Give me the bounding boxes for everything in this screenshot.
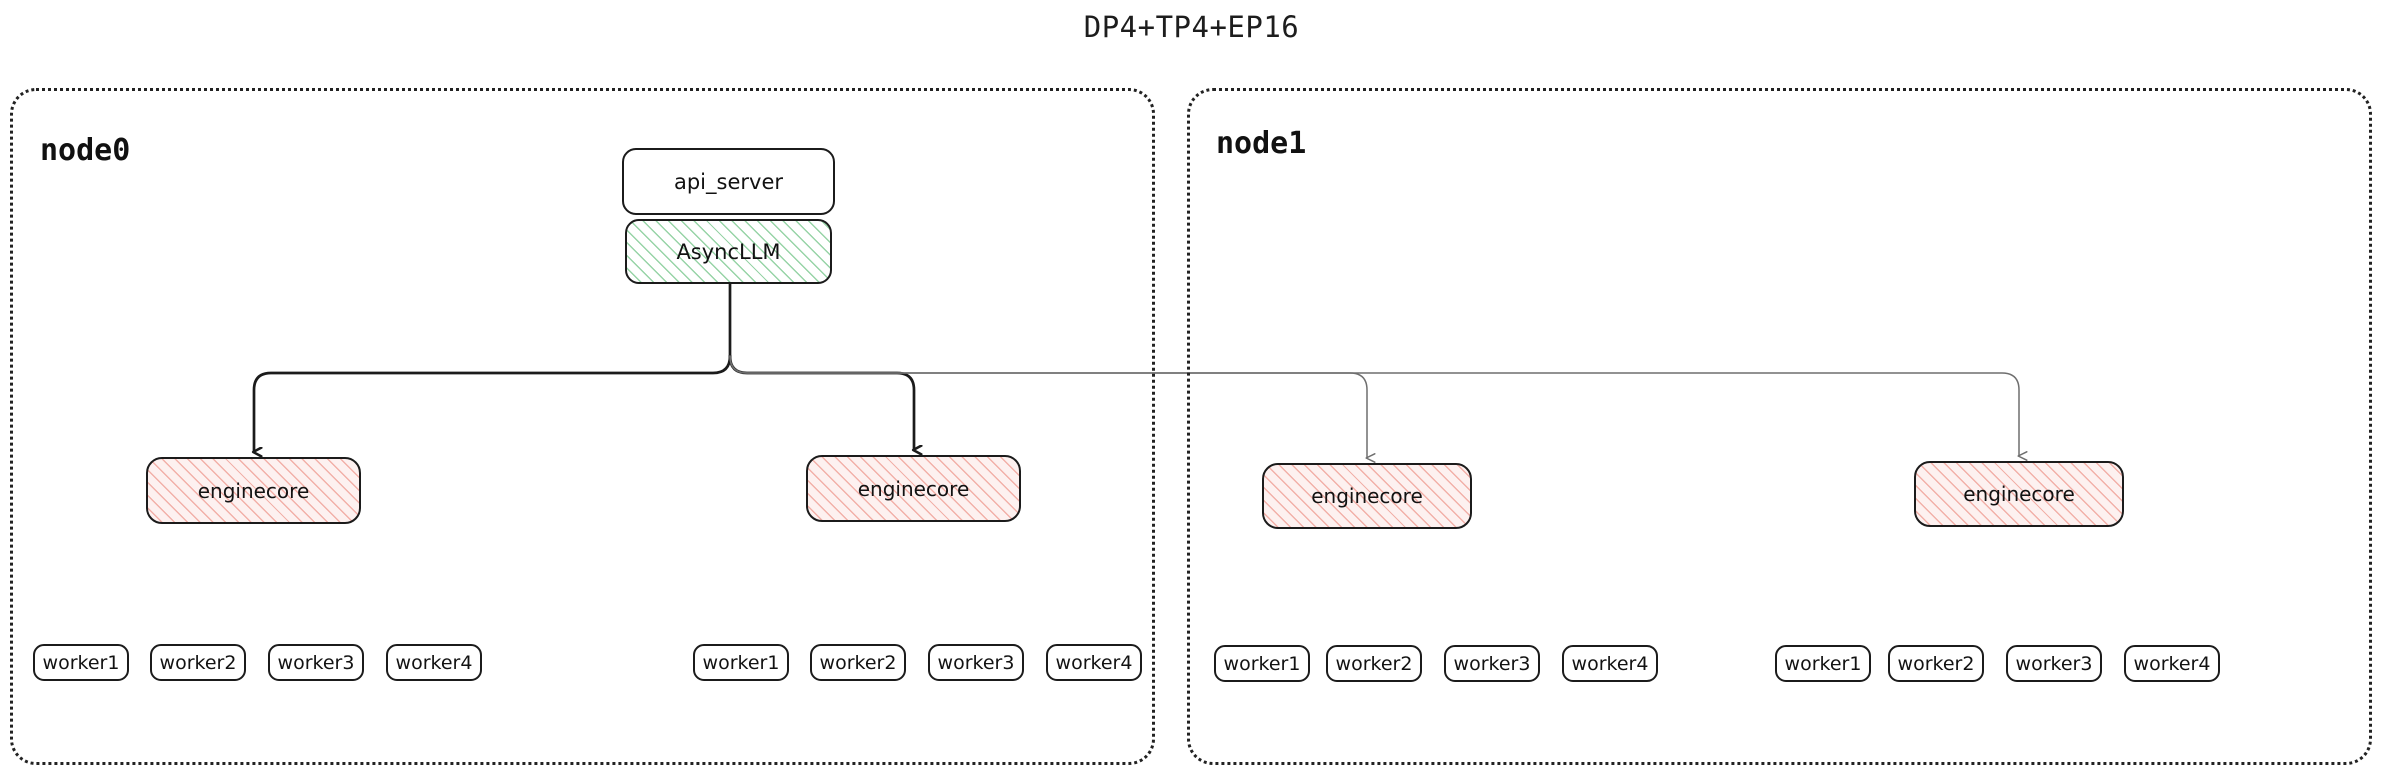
worker-node[interactable]: worker2 xyxy=(150,644,246,681)
worker-node[interactable]: worker4 xyxy=(1046,644,1142,681)
worker-node[interactable]: worker4 xyxy=(386,644,482,681)
worker-node[interactable]: worker2 xyxy=(1888,645,1984,682)
worker-node[interactable]: worker4 xyxy=(2124,645,2220,682)
worker-node[interactable]: worker2 xyxy=(810,644,906,681)
worker-node[interactable]: worker1 xyxy=(1775,645,1871,682)
node0-label: node0 xyxy=(40,133,131,168)
worker-node[interactable]: worker1 xyxy=(33,644,129,681)
worker-node[interactable]: worker3 xyxy=(2006,645,2102,682)
worker-node[interactable]: worker1 xyxy=(1214,645,1310,682)
worker-node[interactable]: worker3 xyxy=(1444,645,1540,682)
worker-node[interactable]: worker2 xyxy=(1326,645,1422,682)
enginecore-node[interactable]: enginecore xyxy=(1262,463,1472,529)
node1-boundary xyxy=(1187,88,2372,765)
api-server-node[interactable]: api_server xyxy=(622,148,835,215)
node0-boundary xyxy=(10,88,1155,765)
worker-node[interactable]: worker3 xyxy=(268,644,364,681)
page-title: DP4+TP4+EP16 xyxy=(1083,10,1300,44)
worker-node[interactable]: worker1 xyxy=(693,644,789,681)
enginecore-node[interactable]: enginecore xyxy=(1914,461,2124,527)
enginecore-node[interactable]: enginecore xyxy=(146,457,361,524)
node1-label: node1 xyxy=(1216,126,1307,161)
worker-node[interactable]: worker4 xyxy=(1562,645,1658,682)
async-llm-node[interactable]: AsyncLLM xyxy=(625,219,832,284)
worker-node[interactable]: worker3 xyxy=(928,644,1024,681)
enginecore-node[interactable]: enginecore xyxy=(806,455,1021,522)
